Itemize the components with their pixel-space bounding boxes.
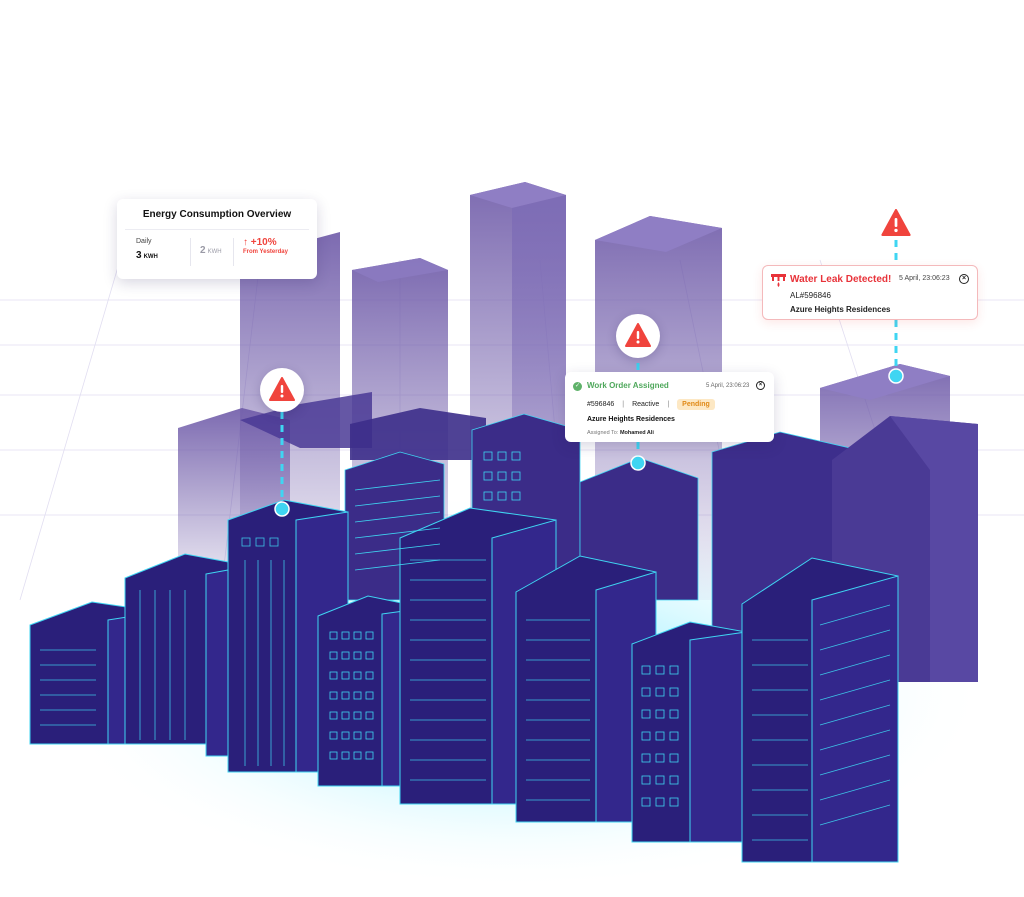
- previous-number: 2: [200, 245, 206, 256]
- order-id: #596846: [587, 401, 615, 408]
- warning-triangle-icon: [269, 377, 295, 401]
- warning-triangle-icon[interactable]: [881, 209, 911, 236]
- alert-pin-left[interactable]: [260, 368, 304, 412]
- leak-title: Water Leak Detected!: [790, 274, 892, 285]
- daily-label: Daily: [136, 238, 152, 245]
- assignee-name: Mohamed Ali: [619, 430, 654, 436]
- assigned-label: Assigned To:: [587, 430, 619, 436]
- daily-number: 3: [136, 250, 142, 261]
- order-type: Reactive: [632, 401, 660, 408]
- alert-id: AL#596846: [790, 291, 831, 300]
- anchor-dots: [274, 368, 904, 517]
- water-leak-alert-card[interactable]: Water Leak Detected! 5 April, 23:06:23 ×…: [762, 265, 978, 320]
- card-title: Energy Consumption Overview: [142, 209, 292, 220]
- work-order-title: Work Order Assigned: [587, 381, 669, 390]
- water-leak-icon: [771, 274, 786, 287]
- assigned-to: Assigned To: Mohamed Ali: [587, 430, 654, 436]
- alert-pin-center[interactable]: [616, 314, 660, 358]
- change-note: From Yesterday: [243, 249, 288, 255]
- front-buildings: [29, 499, 899, 863]
- separator: |: [622, 401, 625, 408]
- status-badge: Pending: [677, 399, 715, 410]
- check-circle-icon: ✓: [573, 382, 582, 391]
- work-order-card[interactable]: ✓ Work Order Assigned 5 April, 23:06:23 …: [565, 372, 774, 442]
- divider: [190, 238, 191, 266]
- grid-windows: [329, 451, 679, 807]
- warning-triangle-icon: [625, 323, 651, 347]
- building-name: Azure Heights Residences: [790, 305, 891, 314]
- window-details: [40, 537, 891, 841]
- leak-timestamp: 5 April, 23:06:23: [899, 275, 950, 282]
- work-order-timestamp: 5 April, 23:06:23: [706, 383, 750, 389]
- arrow-up-icon: ↑: [243, 237, 248, 248]
- divider: [125, 229, 309, 230]
- separator: |: [667, 401, 670, 408]
- previous-unit: KWH: [207, 249, 222, 255]
- change-value: ↑ +10%: [243, 237, 277, 248]
- building-name: Azure Heights Residences: [587, 416, 675, 423]
- close-circle-icon[interactable]: ×: [756, 381, 765, 390]
- close-circle-icon[interactable]: ×: [959, 274, 969, 284]
- divider: [233, 238, 234, 266]
- work-order-details: #596846 | Reactive | Pending: [587, 399, 715, 410]
- change-percent: +10%: [250, 237, 277, 248]
- daily-unit: KWH: [143, 254, 158, 260]
